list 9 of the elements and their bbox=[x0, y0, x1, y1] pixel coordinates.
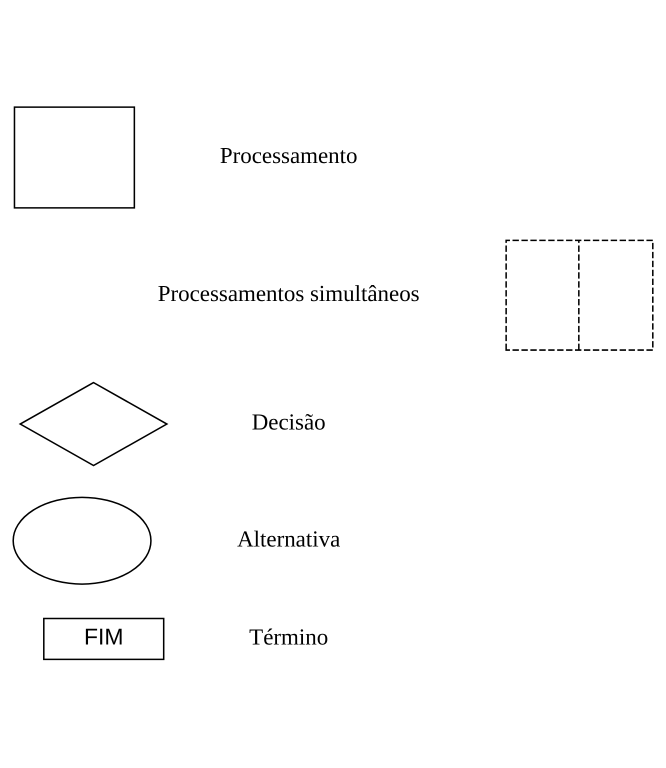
node-label: Processamentos simultâneos bbox=[158, 280, 420, 306]
node-ellipse bbox=[12, 496, 152, 584]
node-label: Término bbox=[249, 624, 328, 650]
node-box bbox=[14, 106, 136, 208]
node-label: Processamento bbox=[220, 142, 358, 168]
node-label: Decisão bbox=[252, 409, 326, 434]
node-box: FIM bbox=[43, 617, 164, 660]
node-label: Alternativa bbox=[237, 526, 340, 551]
node-diamond bbox=[18, 381, 168, 466]
